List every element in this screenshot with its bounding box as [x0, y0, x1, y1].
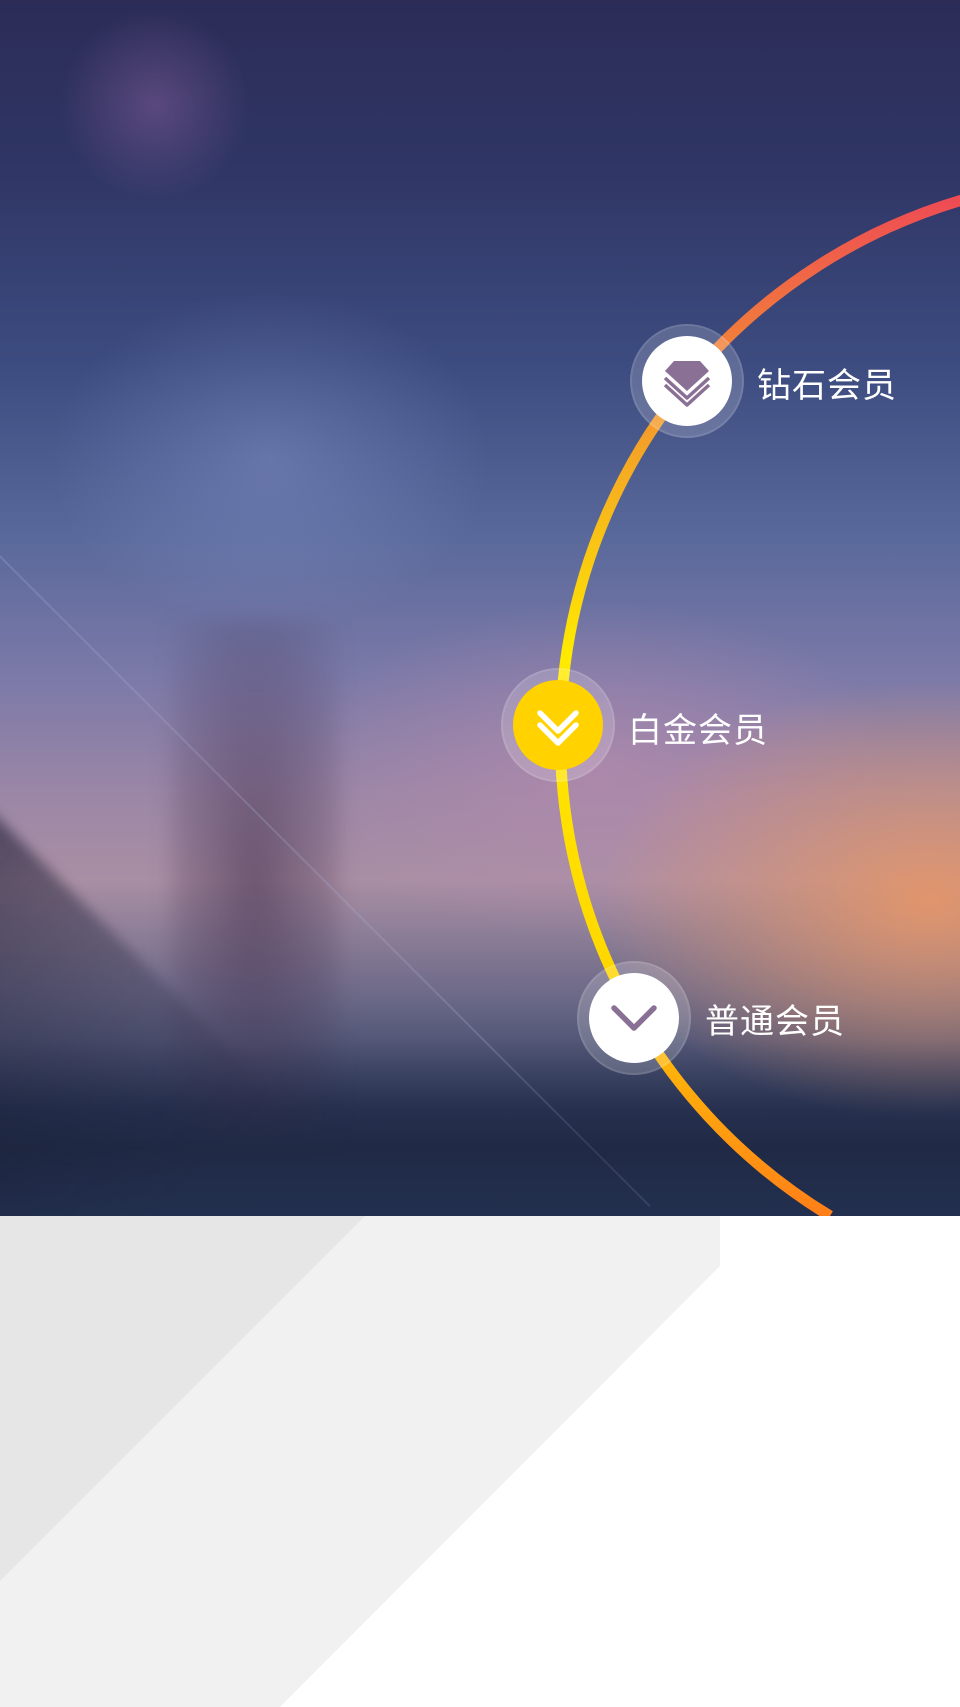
level-node-platinum[interactable] — [501, 668, 615, 782]
bottom-decoration — [0, 1216, 960, 1707]
hero-background — [0, 0, 960, 1216]
chevron-down-icon — [611, 1005, 657, 1031]
diamond-icon — [663, 361, 711, 407]
level-node-diamond[interactable] — [630, 324, 744, 438]
membership-arc — [554, 194, 960, 1216]
double-chevron-icon — [537, 710, 579, 746]
node-disc — [589, 973, 679, 1063]
level-node-regular[interactable] — [577, 961, 691, 1075]
node-disc — [513, 680, 603, 770]
level-label-regular[interactable]: 普通会员 — [705, 1002, 845, 1042]
level-label-diamond[interactable]: 钻石会员 — [757, 366, 897, 406]
membership-arc-path — [554, 194, 960, 1216]
node-disc — [642, 336, 732, 426]
hero-bottom-fade — [0, 1040, 960, 1216]
level-label-platinum[interactable]: 白金会员 — [628, 711, 768, 751]
